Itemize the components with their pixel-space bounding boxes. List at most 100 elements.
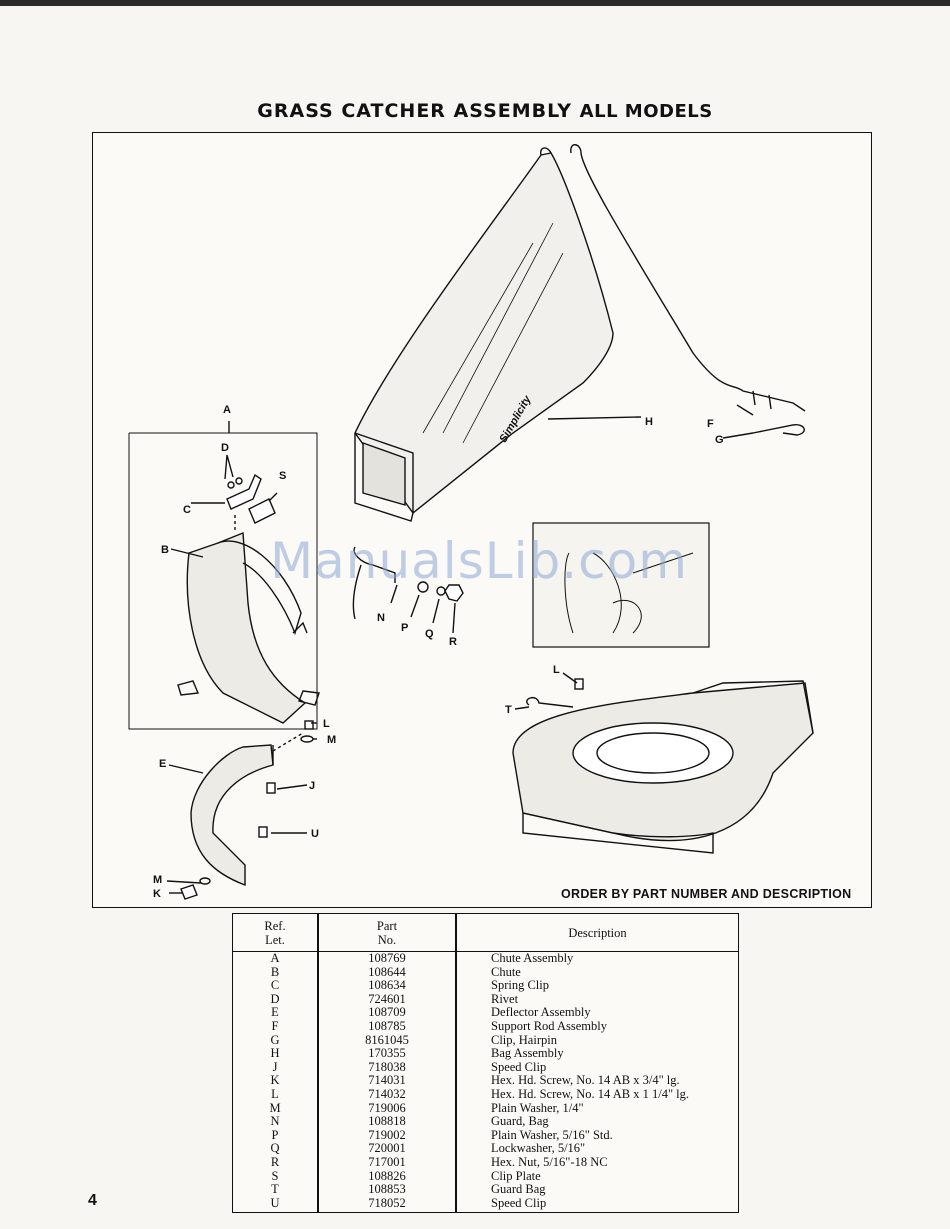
- label-l-chute: L: [323, 718, 330, 730]
- label-f: F: [707, 418, 714, 430]
- cell-part: 724601: [368, 991, 406, 1006]
- cell-part: 108644: [368, 964, 406, 979]
- label-n: N: [377, 612, 385, 624]
- cell-part: 718038: [368, 1059, 406, 1074]
- table-row: T 108853 Guard Bag: [233, 1182, 738, 1197]
- chute: [186, 531, 307, 724]
- page-top-rule: [0, 0, 950, 6]
- cell-ref: S: [271, 1168, 279, 1183]
- cell-desc: Clip, Hairpin: [491, 1032, 557, 1047]
- label-d: D: [221, 442, 229, 454]
- header-part-line1: Part: [376, 918, 398, 933]
- cell-ref: Q: [270, 1141, 280, 1156]
- screw-k: [180, 884, 198, 900]
- cell-part: 108853: [368, 1182, 406, 1197]
- hairpin-clip: [752, 424, 805, 436]
- label-b: B: [161, 544, 169, 556]
- cell-part: 108818: [368, 1114, 406, 1129]
- cell-desc: Speed Clip: [491, 1195, 547, 1210]
- table-row: B 108644 Chute: [233, 964, 738, 980]
- label-p: P: [401, 622, 408, 634]
- cell-desc: Bag Assembly: [491, 1046, 564, 1061]
- cell-ref: B: [270, 964, 280, 979]
- clip-plate: [248, 498, 276, 524]
- support-rod: [570, 144, 806, 412]
- cell-desc: Lockwasher, 5/16": [491, 1141, 586, 1156]
- cell-ref: J: [272, 1059, 278, 1074]
- column-divider: [455, 914, 457, 1212]
- cell-desc: Hex. Hd. Screw, No. 14 AB x 1 1/4" lg.: [491, 1086, 690, 1101]
- detail-inset: [532, 522, 710, 648]
- cell-part: 108634: [368, 978, 406, 993]
- cell-desc: Support Rod Assembly: [491, 1018, 607, 1033]
- cell-ref: F: [271, 1018, 279, 1033]
- speed-clip-u: [258, 826, 268, 838]
- cell-part: 718052: [368, 1195, 406, 1210]
- cell-part: 714032: [368, 1086, 406, 1101]
- label-q: Q: [425, 628, 434, 640]
- cell-desc: Hex. Hd. Screw, No. 14 AB x 3/4" lg.: [491, 1073, 680, 1088]
- label-r: R: [449, 636, 457, 648]
- header-desc: Description: [568, 925, 627, 940]
- label-h: H: [645, 416, 653, 428]
- chute-assembly-box: [128, 432, 318, 730]
- table-row: H 170355 Bag Assembly: [233, 1047, 738, 1061]
- cell-desc: Chute Assembly: [491, 951, 574, 965]
- cell-desc: Hex. Nut, 5/16"-18 NC: [491, 1154, 608, 1169]
- exploded-diagram: Simplicity A B C D E F G H J K L L M M N…: [92, 132, 872, 908]
- label-s: S: [279, 470, 286, 482]
- speed-clip-j: [266, 782, 276, 794]
- label-k: K: [153, 888, 161, 900]
- table-header: Ref. Let. Part No. Description: [233, 914, 738, 952]
- order-note: ORDER BY PART NUMBER AND DESCRIPTION: [561, 887, 852, 901]
- header-part: Part No.: [319, 914, 455, 951]
- cell-ref: A: [270, 951, 280, 965]
- cell-ref: L: [271, 1086, 279, 1101]
- table-row: C 108634 Spring Clip: [233, 979, 738, 993]
- cell-desc: Plain Washer, 5/16" Std.: [491, 1127, 613, 1142]
- label-a: A: [223, 404, 231, 416]
- cell-desc: Guard Bag: [491, 1182, 546, 1197]
- cell-part: 8161045: [365, 1032, 409, 1047]
- cell-ref: H: [270, 1046, 280, 1061]
- cell-part: 108709: [368, 1005, 406, 1020]
- table-row: G 8161045 Clip, Hairpin: [233, 1032, 738, 1048]
- bag-guard: [352, 546, 396, 620]
- cell-desc: Clip Plate: [491, 1168, 541, 1183]
- label-c: C: [183, 504, 191, 516]
- header-ref-line1: Ref.: [264, 918, 286, 933]
- label-t: T: [505, 704, 512, 716]
- label-m-upper: M: [327, 734, 336, 746]
- grass-bag: [354, 152, 614, 515]
- label-u: U: [311, 828, 319, 840]
- cell-part: 170355: [368, 1046, 406, 1061]
- cell-ref: E: [271, 1005, 279, 1020]
- cell-ref: T: [271, 1182, 279, 1197]
- cell-ref: R: [270, 1154, 280, 1169]
- cell-desc: Spring Clip: [491, 978, 549, 993]
- column-divider: [317, 914, 319, 1212]
- page-number: 4: [88, 1192, 97, 1209]
- cell-ref: K: [270, 1073, 280, 1088]
- cell-part: 719002: [368, 1127, 406, 1142]
- cell-ref: M: [269, 1100, 281, 1115]
- cell-ref: G: [270, 1032, 280, 1047]
- cell-part: 719006: [368, 1100, 406, 1115]
- title-main: GRASS CATCHER ASSEMBLY: [257, 100, 573, 122]
- header-ref: Ref. Let.: [233, 914, 317, 951]
- cell-desc: Chute: [491, 964, 521, 979]
- cell-ref: C: [270, 978, 280, 993]
- deflector: [190, 744, 274, 887]
- cell-part: 717001: [368, 1154, 406, 1169]
